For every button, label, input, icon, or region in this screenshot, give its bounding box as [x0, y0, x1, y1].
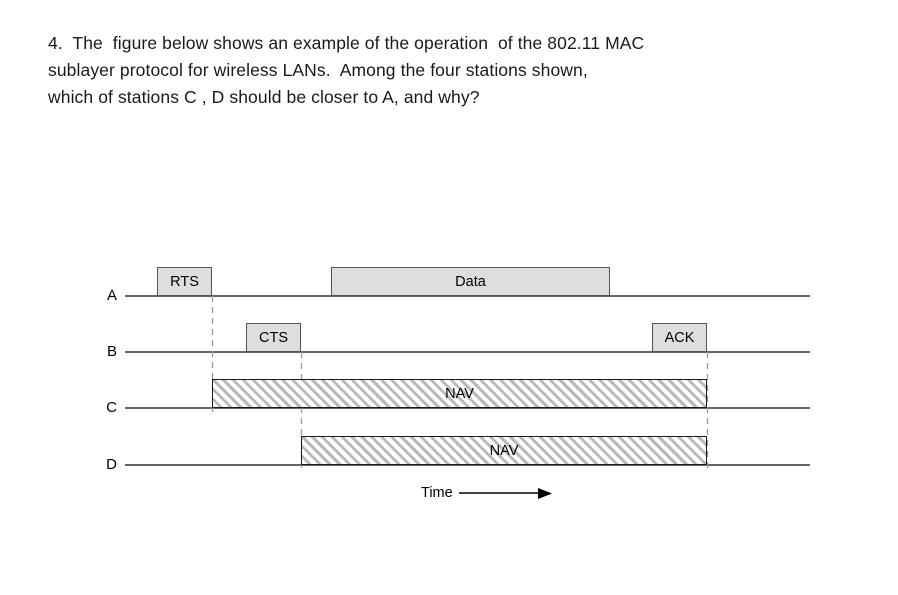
- frame-data: Data: [331, 267, 610, 296]
- frame-rts: RTS: [157, 267, 212, 296]
- question-line-2: sublayer protocol for wireless LANs. Amo…: [48, 60, 588, 80]
- row-label-d: D: [106, 456, 117, 473]
- row-label-b: B: [106, 343, 117, 360]
- question-text-block: 4. The figure below shows an example of …: [48, 30, 828, 111]
- question-line-3: which of stations C , D should be closer…: [48, 87, 480, 107]
- nav-bar-c-label: NAV: [445, 385, 474, 402]
- frame-cts: CTS: [246, 323, 301, 352]
- time-arrow-head: [538, 488, 552, 499]
- frame-rts-label: RTS: [170, 273, 199, 290]
- nav-bar-d: NAV: [301, 436, 707, 465]
- row-label-a: A: [106, 287, 117, 304]
- frame-ack-label: ACK: [664, 329, 695, 346]
- frame-ack: ACK: [652, 323, 707, 352]
- time-axis-label: Time: [421, 485, 453, 501]
- row-label-c: C: [106, 399, 117, 416]
- frame-cts-label: CTS: [259, 329, 288, 346]
- question-line-1: 4. The figure below shows an example of …: [48, 33, 645, 53]
- frame-data-label: Data: [455, 273, 486, 290]
- nav-bar-d-label: NAV: [489, 442, 519, 459]
- nav-bar-c: NAV: [212, 379, 707, 408]
